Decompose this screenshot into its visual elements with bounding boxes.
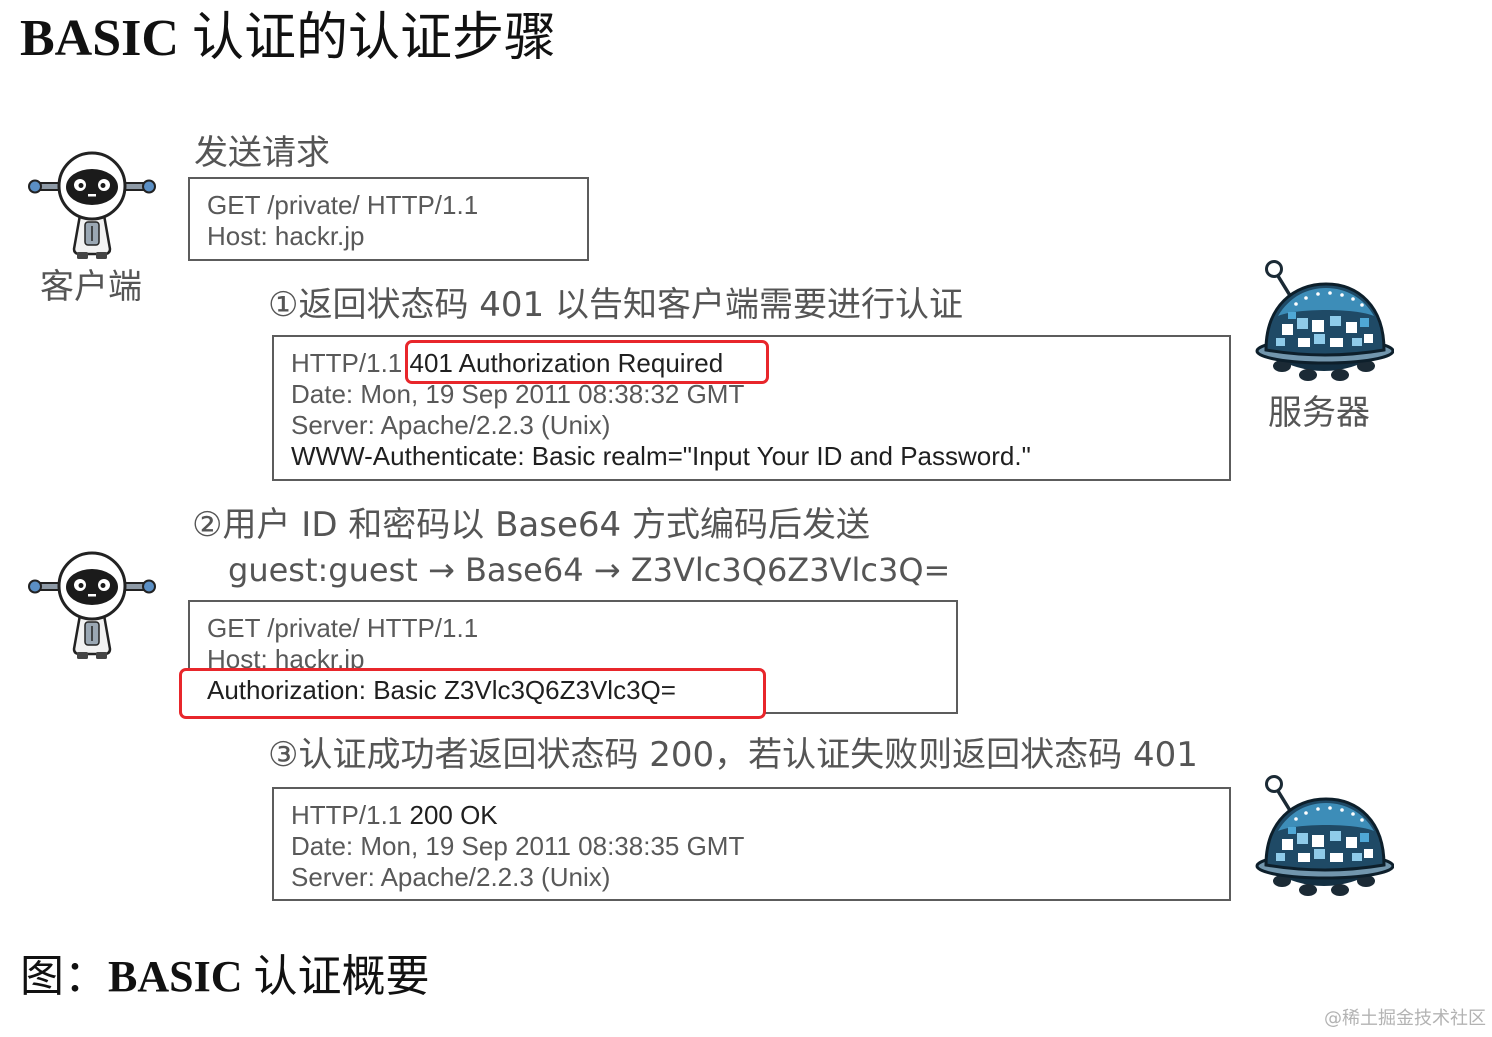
server-robot-icon bbox=[1252, 254, 1394, 386]
step1-label: ①返回状态码 401 以告知客户端需要进行认证 bbox=[268, 285, 963, 325]
date-header: Date: Mon, 19 Sep 2011 08:38:35 GMT bbox=[291, 830, 745, 861]
request-box: GET /private/ HTTP/1.1 Host: hackr.jp bbox=[188, 177, 589, 261]
caption-bold: BASIC bbox=[108, 952, 243, 1001]
figure-caption: 图：BASIC 认证概要 bbox=[20, 951, 430, 1003]
base64-encoding-line: guest:guest → Base64 → Z3Vlc3Q6Z3Vlc3Q= bbox=[228, 551, 951, 589]
server-robot-icon-2 bbox=[1252, 769, 1394, 901]
send-request-label: 发送请求 bbox=[194, 133, 330, 173]
status-200: 200 OK bbox=[409, 799, 498, 830]
caption-prefix: 图： bbox=[20, 952, 108, 1001]
auth-request-box: GET /private/ HTTP/1.1 Host: hackr.jp Au… bbox=[188, 600, 958, 714]
status-401: 401 Authorization Required bbox=[409, 347, 724, 378]
http-version: HTTP/1.1 bbox=[291, 347, 403, 378]
status-line: HTTP/1.1 401 Authorization Required bbox=[291, 348, 1229, 379]
server-header: Server: Apache/2.2.3 (Unix) bbox=[291, 861, 611, 892]
request-line: GET /private/ HTTP/1.1 bbox=[207, 189, 479, 220]
authorization-highlight bbox=[179, 668, 766, 719]
client-label: 客户端 bbox=[40, 267, 142, 307]
step3-label: ③认证成功者返回状态码 200，若认证失败则返回状态码 401 bbox=[268, 735, 1198, 775]
http-version: HTTP/1.1 bbox=[291, 799, 403, 830]
client-robot-icon-2 bbox=[24, 551, 160, 661]
server-label: 服务器 bbox=[1268, 393, 1370, 433]
page-title: BASIC 认证的认证步骤 bbox=[20, 8, 556, 70]
status-line: HTTP/1.1 200 OK bbox=[291, 800, 1229, 831]
www-authenticate-header: WWW-Authenticate: Basic realm="Input You… bbox=[291, 440, 1031, 471]
caption-rest: 认证概要 bbox=[242, 952, 430, 1001]
response-401-box: HTTP/1.1 401 Authorization Required Date… bbox=[272, 335, 1231, 481]
page-title-rest: 认证的认证步骤 bbox=[178, 10, 556, 67]
host-header: Host: hackr.jp bbox=[207, 220, 365, 251]
watermark: @稀土掘金技术社区 bbox=[1324, 1008, 1486, 1029]
server-header: Server: Apache/2.2.3 (Unix) bbox=[291, 409, 611, 440]
client-robot-icon bbox=[24, 151, 160, 261]
page-title-bold: BASIC bbox=[20, 10, 179, 67]
step2-label: ②用户 ID 和密码以 Base64 方式编码后发送 bbox=[192, 505, 870, 545]
response-200-box: HTTP/1.1 200 OK Date: Mon, 19 Sep 2011 0… bbox=[272, 787, 1231, 901]
request-line: GET /private/ HTTP/1.1 bbox=[207, 612, 479, 643]
authorization-header: Authorization: Basic Z3Vlc3Q6Z3Vlc3Q= bbox=[207, 674, 676, 705]
status-highlight bbox=[405, 340, 769, 384]
